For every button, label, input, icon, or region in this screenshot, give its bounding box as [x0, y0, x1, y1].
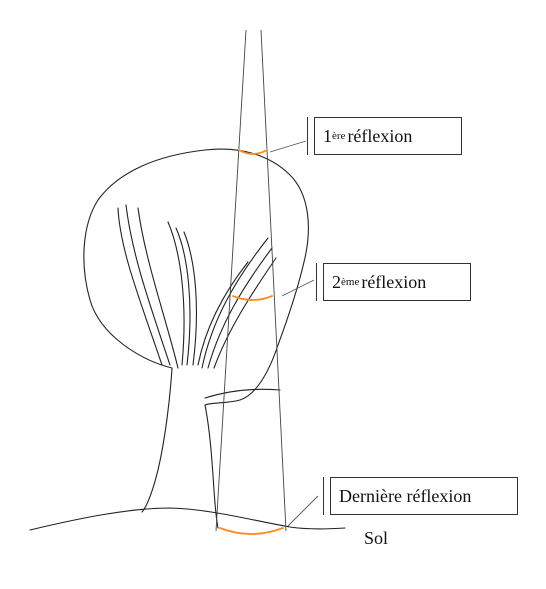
- first-reflection-text: réflexion: [347, 126, 413, 146]
- second-reflection-superscript: ème: [341, 275, 360, 288]
- tree-trunk-right: [204, 404, 219, 529]
- last-reflection-arc: [219, 527, 284, 535]
- tree-crown-outline: [83, 148, 309, 406]
- ground-line: [29, 507, 346, 531]
- ground-label: Sol: [364, 528, 389, 548]
- first-reflection-number: 1: [323, 126, 332, 146]
- second-reflection-number: 2: [332, 272, 341, 292]
- second-reflection-text: réflexion: [361, 272, 427, 292]
- last-reflection-text: Dernière réflexion: [339, 486, 472, 506]
- first-reflection-superscript: ère: [332, 129, 346, 142]
- laser-beam-right-edge: [260, 29, 287, 532]
- second-reflection-tick: [316, 263, 317, 301]
- first-reflection-tick: [307, 117, 308, 155]
- first-reflection-arc: [238, 149, 268, 155]
- last-reflection-label: Dernière réflexion: [330, 477, 518, 515]
- last-reflection-tick: [323, 477, 324, 515]
- second-reflection-leader: [281, 279, 315, 297]
- last-reflection-leader: [287, 495, 319, 527]
- first-reflection-leader: [269, 140, 307, 153]
- tree-branches: [117, 204, 281, 399]
- laser-beam-left-edge: [215, 29, 247, 532]
- tree-trunk-left: [141, 367, 173, 513]
- second-reflection-arc: [232, 295, 273, 301]
